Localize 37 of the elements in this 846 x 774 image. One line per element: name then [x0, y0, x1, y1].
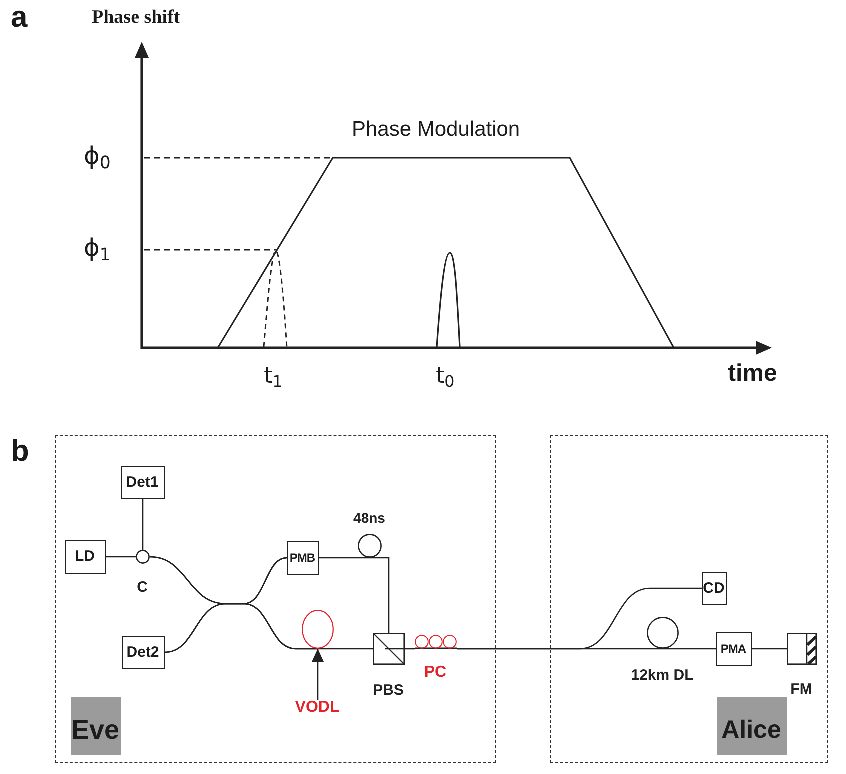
tick-label: t$_{1}$ [264, 366, 283, 390]
fiber-line [318, 648, 373, 650]
name-tag: Alice [716, 696, 786, 754]
tick-label: t$_{0}$ [436, 366, 455, 390]
fiber-line [164, 603, 318, 654]
fiber-line [457, 648, 663, 650]
fiber-line [370, 557, 390, 633]
axis-title: Phase shift [92, 8, 180, 27]
fiber-line [106, 556, 136, 558]
component-label: FM [790, 682, 812, 696]
fiber-line [319, 557, 370, 559]
fiber-line [142, 499, 144, 550]
fiber-line [405, 648, 415, 650]
component-box: LD [64, 540, 106, 574]
arrow [312, 649, 324, 700]
dashed-frame [55, 435, 496, 763]
panel-letter: b [11, 437, 30, 467]
dashed-frame [550, 435, 828, 763]
component-box: Det2 [122, 636, 164, 668]
component-label: PC [424, 664, 447, 680]
component-label: C [137, 580, 148, 594]
axis-title: time [728, 362, 778, 386]
component-label: 48ns [354, 510, 386, 524]
fiber-line [752, 648, 787, 650]
tick-label: ϕ$_{1}$ [84, 236, 111, 265]
component-box: PMB [286, 540, 318, 574]
component-label: VODL [295, 700, 340, 716]
fiber-line [663, 648, 716, 650]
component-box: PMA [716, 632, 752, 666]
component-label: 12km DL [631, 668, 694, 682]
component-box: Det1 [120, 466, 164, 498]
tick-label: ϕ$_{0}$ [84, 144, 111, 173]
panel-letter: a [11, 3, 28, 33]
component-box: CD [702, 572, 726, 604]
component-label: PBS [373, 682, 404, 698]
curve-label: Phase Modulation [352, 119, 520, 140]
name-tag: Eve [70, 696, 120, 754]
